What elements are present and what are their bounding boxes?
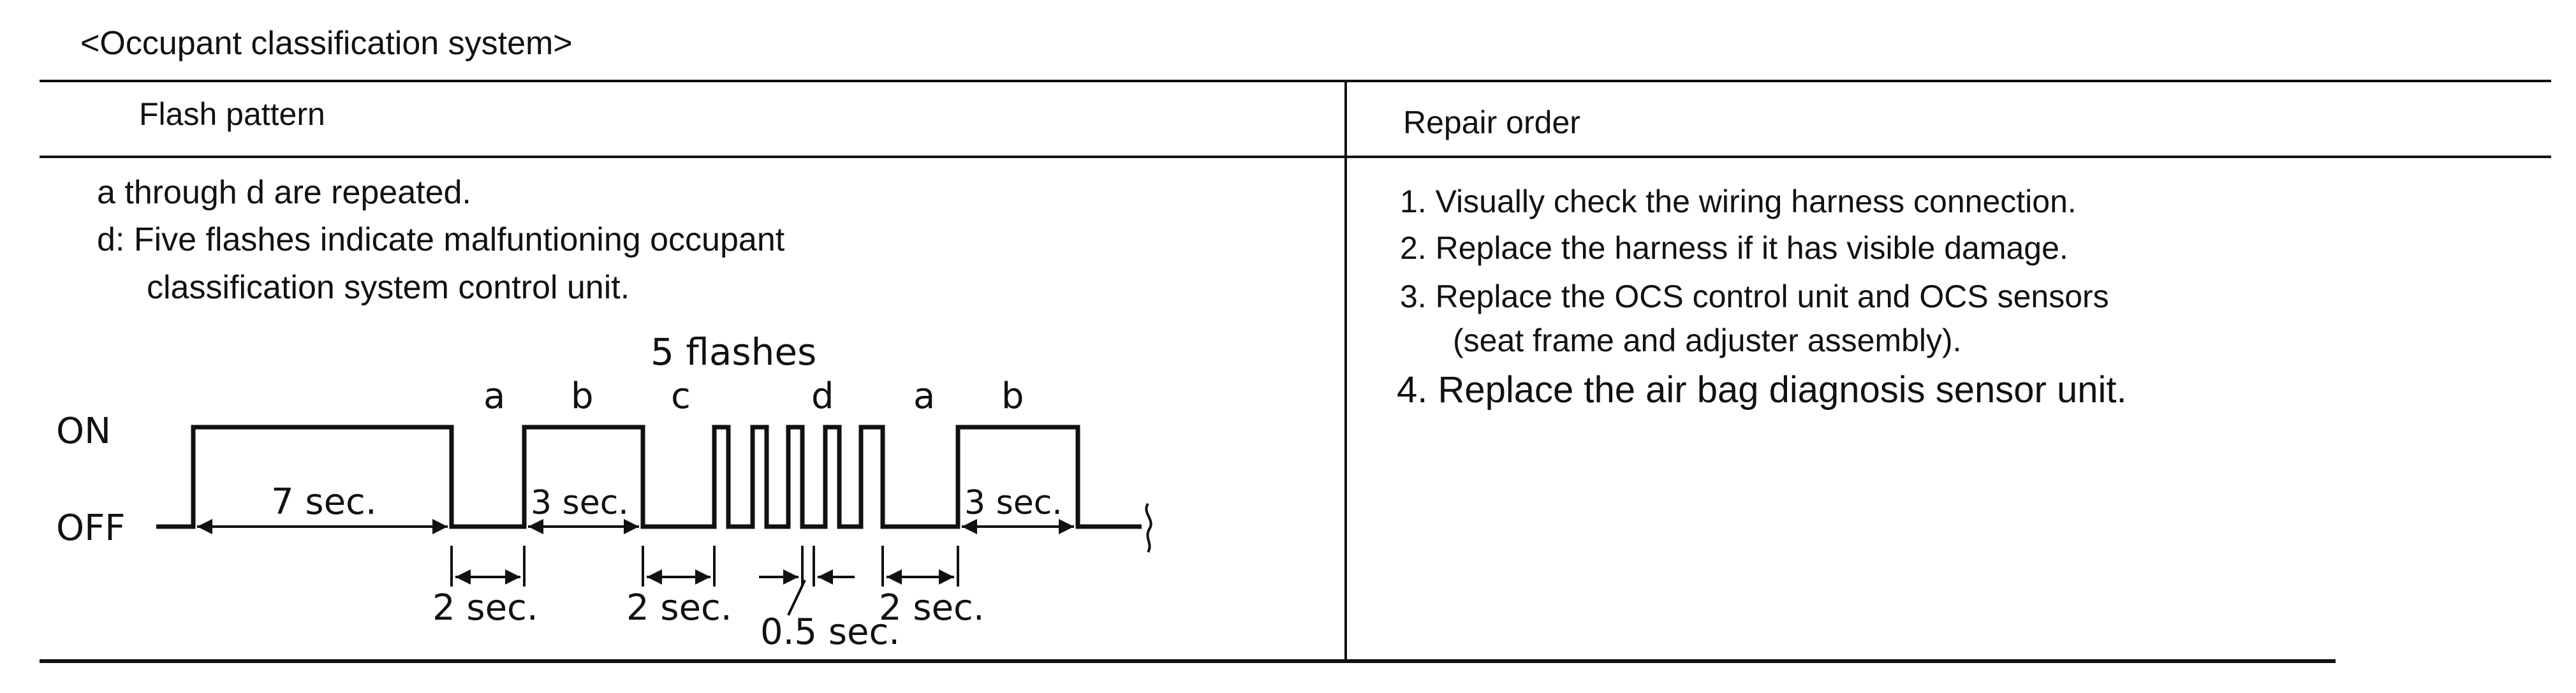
label-7sec: 7 sec. <box>271 481 377 523</box>
label-2sec-1: 2 sec. <box>432 587 538 629</box>
repair-step-3: 3. Replace the OCS control unit and OCS … <box>1400 279 2109 314</box>
repair-step-1: 1. Visually check the wiring harness con… <box>1400 184 2077 219</box>
table-top-rule <box>40 80 2551 82</box>
segment-a-1: a <box>483 376 505 417</box>
segment-c: c <box>671 376 691 417</box>
label-3sec-2: 3 sec. <box>964 484 1063 522</box>
segment-a-2: a <box>913 376 935 417</box>
on-label: ON <box>56 411 111 452</box>
dim-05sec <box>759 546 855 616</box>
flash-pattern-header: Flash pattern <box>139 96 325 132</box>
label-2sec-3: 2 sec. <box>879 587 985 629</box>
label-05sec: 0.5 sec. <box>760 611 900 653</box>
dim-2sec-3 <box>881 546 959 587</box>
flash-note-d-cont: classification system control unit. <box>147 269 630 306</box>
label-3sec-1: 3 sec. <box>531 484 629 522</box>
label-2sec-2: 2 sec. <box>626 587 732 629</box>
flash-note-d: d: Five flashes indicate malfuntioning o… <box>97 221 785 258</box>
dim-2sec-2 <box>642 546 716 587</box>
repair-step-3-cont: (seat frame and adjuster assembly). <box>1453 323 1962 358</box>
segment-d: d <box>811 376 834 417</box>
repair-order-header: Repair order <box>1403 105 1580 140</box>
flash-note-repeat: a through d are repeated. <box>97 174 471 211</box>
repair-step-2: 2. Replace the harness if it has visible… <box>1400 230 2068 266</box>
page-title: <Occupant classification system> <box>80 25 573 62</box>
repair-step-4: 4. Replace the air bag diagnosis sensor … <box>1397 369 2127 411</box>
segment-b-1: b <box>571 376 594 417</box>
flash-waveform <box>156 425 1142 529</box>
segment-b-2: b <box>1001 376 1024 417</box>
off-label: OFF <box>56 507 126 549</box>
table-header-rule <box>40 156 2551 158</box>
table-bottom-rule <box>40 659 2336 663</box>
dim-2sec-1 <box>450 546 526 587</box>
table-column-divider <box>1344 80 1347 660</box>
label-5-flashes: 5 flashes <box>651 330 816 374</box>
break-symbol <box>1145 502 1152 553</box>
